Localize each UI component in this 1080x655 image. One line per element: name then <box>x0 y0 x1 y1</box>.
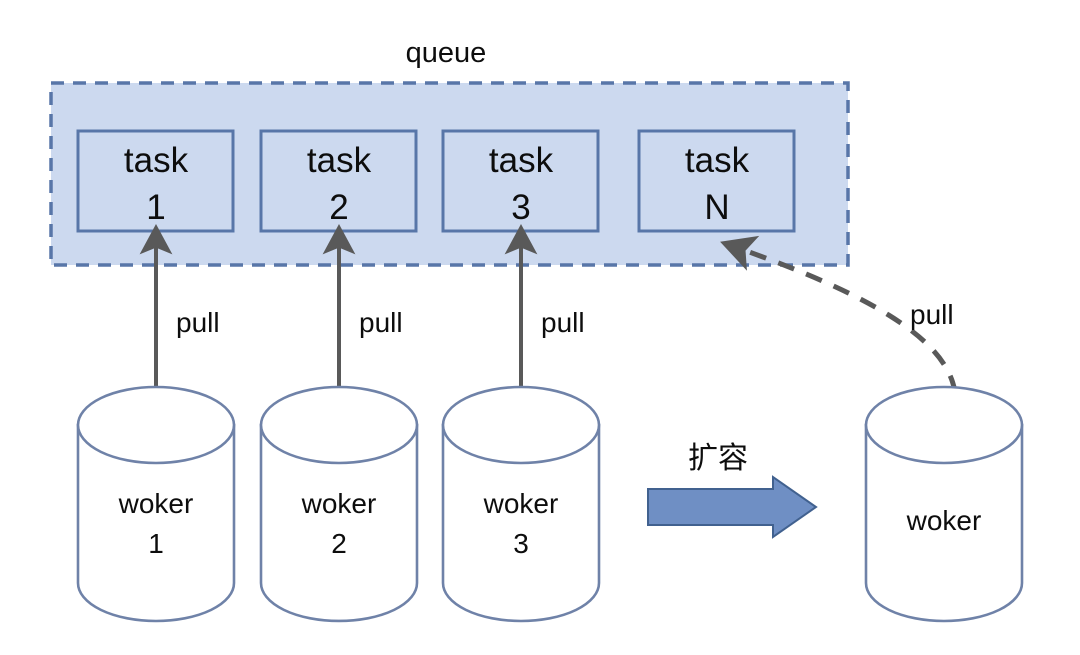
worker-cylinder-new[interactable]: woker <box>864 385 1024 623</box>
worker-1-top <box>76 385 236 465</box>
task-box-2[interactable]: task 2 <box>259 129 418 233</box>
task-box-n[interactable]: task N <box>637 129 796 233</box>
worker-2-body <box>259 423 419 623</box>
pull-label-1: pull <box>176 307 220 338</box>
task-box-2-rect <box>259 129 418 233</box>
worker-cylinder-3[interactable]: woker 3 <box>441 385 601 623</box>
worker-3-top <box>441 385 601 465</box>
task-box-1-index: 1 <box>146 188 165 227</box>
worker-3-name: woker <box>483 488 559 519</box>
worker-cylinder-1[interactable]: woker 1 <box>76 385 236 623</box>
worker-new-body <box>864 423 1024 623</box>
worker-2-name: woker <box>301 488 377 519</box>
worker-new-top <box>864 385 1024 465</box>
task-box-1-rect <box>76 129 235 233</box>
scale-out-arrow-icon <box>647 475 818 539</box>
worker-2-top <box>259 385 419 465</box>
worker-3-body <box>441 423 601 623</box>
task-box-3-index: 3 <box>511 188 530 227</box>
task-box-2-name: task <box>307 141 372 180</box>
task-box-n-rect <box>637 129 796 233</box>
worker-2-index: 2 <box>331 528 347 559</box>
worker-new-name: woker <box>906 505 982 536</box>
pull-label-4: pull <box>910 299 954 330</box>
task-box-n-name: task <box>685 141 750 180</box>
worker-1-name: woker <box>118 488 194 519</box>
worker-1-index: 1 <box>148 528 164 559</box>
queue-title: queue <box>406 37 487 69</box>
task-box-1[interactable]: task 1 <box>76 129 235 233</box>
pull-label-3: pull <box>541 307 585 338</box>
task-box-3[interactable]: task 3 <box>441 129 600 233</box>
pull-label-2: pull <box>359 307 403 338</box>
task-box-2-index: 2 <box>329 188 348 227</box>
worker-1-body <box>76 423 236 623</box>
scale-out-label: 扩容 <box>688 442 748 475</box>
task-box-n-index: N <box>704 188 729 227</box>
worker-cylinder-2[interactable]: woker 2 <box>259 385 419 623</box>
task-box-1-name: task <box>124 141 189 180</box>
worker-3-index: 3 <box>513 528 529 559</box>
task-box-3-name: task <box>489 141 554 180</box>
